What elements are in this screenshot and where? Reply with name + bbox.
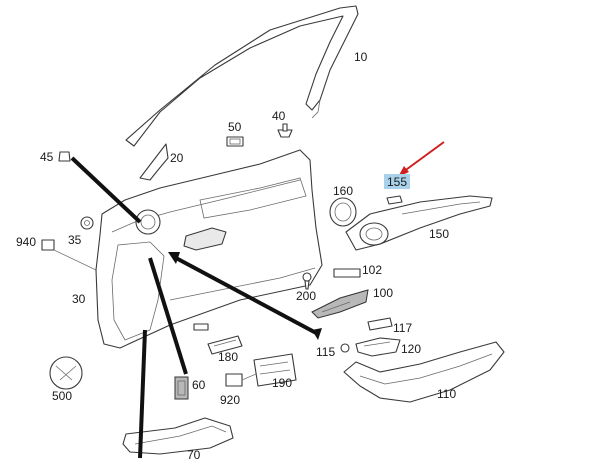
callout-100: 100 — [373, 286, 393, 300]
part-35-round-clip — [80, 216, 94, 230]
callout-500: 500 — [52, 389, 72, 403]
callout-30: 30 — [72, 292, 86, 306]
pointer-lines — [70, 156, 322, 459]
callout-10: 10 — [354, 50, 368, 64]
callout-110: 110 — [437, 387, 456, 401]
part-100-handle-insert — [311, 289, 369, 319]
part-50-clip — [226, 136, 244, 147]
callout-35: 35 — [68, 233, 82, 247]
part-160-speaker-cover — [329, 197, 357, 227]
callout-40: 40 — [272, 109, 286, 123]
callout-20: 20 — [170, 151, 184, 165]
callout-155-highlight — [384, 174, 410, 189]
callout-155: 155 — [387, 175, 407, 189]
callout-60: 60 — [192, 378, 206, 392]
part-155-clip — [386, 195, 403, 205]
callout-150: 150 — [429, 227, 449, 241]
callout-160: 160 — [333, 184, 353, 198]
part-30-door-panel — [95, 149, 323, 349]
part-117-clip — [367, 317, 393, 331]
callout-45: 45 — [40, 150, 54, 164]
callout-200: 200 — [296, 289, 316, 303]
part-920-connector — [225, 373, 257, 387]
part-20-mirror-cover — [139, 143, 169, 181]
callout-50: 50 — [228, 120, 242, 134]
part-10-window-frame-trim — [125, 5, 359, 147]
part-102-clip-bar — [333, 268, 361, 278]
part-200-screw — [302, 272, 312, 290]
callout-115: 115 — [316, 345, 335, 359]
part-110-armrest — [343, 341, 505, 403]
callout-180: 180 — [218, 350, 238, 364]
part-45-clip — [58, 151, 71, 162]
callout-labels: 10 20 30 35 40 45 50 60 70 100 102 110 1… — [16, 50, 456, 462]
callout-920: 920 — [220, 393, 240, 407]
callout-117: 117 — [393, 321, 412, 335]
part-150-upper-trim — [345, 195, 493, 251]
part-180-switch — [207, 335, 243, 355]
callout-70: 70 — [187, 448, 201, 462]
part-70-lower-trim-strip — [122, 417, 234, 455]
part-120-switch-bezel — [355, 337, 401, 357]
callout-120: 120 — [401, 342, 421, 356]
part-115-plug — [340, 343, 350, 353]
part-40-push-pin — [277, 123, 293, 138]
part-190-switch-module — [253, 353, 297, 387]
callout-102: 102 — [362, 263, 382, 277]
part-940-connector — [41, 239, 97, 271]
callout-940: 940 — [16, 235, 36, 249]
red-indicator-arrow — [398, 141, 445, 177]
part-60-bracket — [174, 376, 189, 400]
callout-190: 190 — [272, 376, 292, 390]
part-500-trim-tool — [49, 356, 83, 390]
